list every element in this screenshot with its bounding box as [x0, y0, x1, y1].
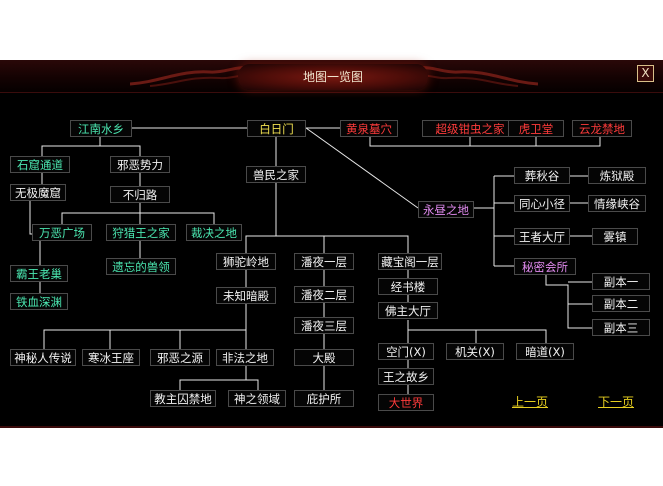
map-node-bizhou[interactable]: 葬秋谷 — [514, 167, 570, 184]
map-node-hanbing[interactable]: 寒冰王座 — [82, 349, 140, 366]
close-button[interactable]: X — [637, 65, 654, 82]
map-node-feifa[interactable]: 非法之地 — [216, 349, 274, 366]
title-plate — [238, 64, 428, 90]
map-node-andao[interactable]: 暗道(X) — [516, 343, 574, 360]
map-node-wangzhigu[interactable]: 王之故乡 — [378, 368, 434, 385]
map-node-cangbao[interactable]: 藏宝阁一层 — [378, 253, 442, 270]
map-node-bawang[interactable]: 霸王老巢 — [10, 265, 68, 282]
map-node-dashijie[interactable]: 大世界 — [378, 394, 434, 411]
map-node-jiaozhu[interactable]: 教主囚禁地 — [150, 390, 216, 407]
map-node-huangquan[interactable]: 黄泉墓穴 — [340, 120, 398, 137]
map-node-panye1[interactable]: 潘夜一层 — [294, 253, 354, 270]
map-node-kongmen[interactable]: 空门(X) — [378, 343, 434, 360]
map-node-xiee[interactable]: 邪恶势力 — [110, 156, 170, 173]
map-node-shiku[interactable]: 石窟通道 — [10, 156, 70, 173]
next-page-link[interactable]: 下一页 — [598, 395, 635, 409]
map-node-lianyu[interactable]: 炼狱殿 — [588, 167, 646, 184]
map-node-baiyimen[interactable]: 白日门 — [247, 120, 306, 137]
map-node-shenmi[interactable]: 神秘人传说 — [10, 349, 76, 366]
map-node-yiwang[interactable]: 遗忘的兽领 — [106, 258, 176, 275]
map-node-shituo[interactable]: 狮驼岭地 — [216, 253, 276, 270]
map-node-wanxie[interactable]: 万恶广场 — [32, 224, 92, 241]
map-node-mimi[interactable]: 秘密会所 — [514, 258, 576, 275]
map-node-shoumin[interactable]: 兽民之家 — [246, 166, 306, 183]
map-node-xieezhiyuan[interactable]: 邪恶之源 — [150, 349, 210, 366]
map-node-yongzhou[interactable]: 永昼之地 — [418, 201, 474, 218]
window-title: 地图一览图 — [302, 70, 363, 84]
map-node-fozhu[interactable]: 佛主大厅 — [378, 302, 438, 319]
map-node-weizhi[interactable]: 未知暗殿 — [216, 287, 276, 304]
map-node-jiguan[interactable]: 机关(X) — [446, 343, 504, 360]
map-node-panye2[interactable]: 潘夜二层 — [294, 286, 354, 303]
map-node-bihu[interactable]: 庇护所 — [294, 390, 354, 407]
map-node-jingshu[interactable]: 经书楼 — [378, 278, 438, 295]
map-node-dadian[interactable]: 大殿 — [294, 349, 354, 366]
map-node-panye3[interactable]: 潘夜三层 — [294, 317, 354, 334]
map-node-huweitang[interactable]: 虎卫堂 — [508, 120, 564, 137]
map-node-wangzhe[interactable]: 王者大厅 — [514, 228, 570, 245]
map-node-tongxin[interactable]: 同心小径 — [514, 195, 570, 212]
map-node-fuben2[interactable]: 副本二 — [592, 295, 650, 312]
prev-page-link[interactable]: 上一页 — [512, 395, 549, 409]
map-node-jiangnan[interactable]: 江南水乡 — [70, 120, 132, 137]
map-node-fuben1[interactable]: 副本一 — [592, 273, 650, 290]
map-node-tiexue[interactable]: 铁血深渊 — [10, 293, 68, 310]
map-node-qingyuan[interactable]: 情缘峡谷 — [588, 195, 646, 212]
map-node-shoulie[interactable]: 狩猎王之家 — [106, 224, 176, 241]
map-node-shenzhi[interactable]: 神之领域 — [228, 390, 286, 407]
map-node-wuji[interactable]: 无极魔窟 — [10, 184, 66, 201]
map-node-buguilu[interactable]: 不归路 — [110, 186, 170, 203]
map-node-caijue[interactable]: 裁决之地 — [186, 224, 242, 241]
map-node-yunlong[interactable]: 云龙禁地 — [572, 120, 632, 137]
map-node-chaoji[interactable]: 超级钳虫之家 — [422, 120, 518, 137]
map-node-wuzhen[interactable]: 雾镇 — [592, 228, 638, 245]
map-node-fuben3[interactable]: 副本三 — [592, 319, 650, 336]
